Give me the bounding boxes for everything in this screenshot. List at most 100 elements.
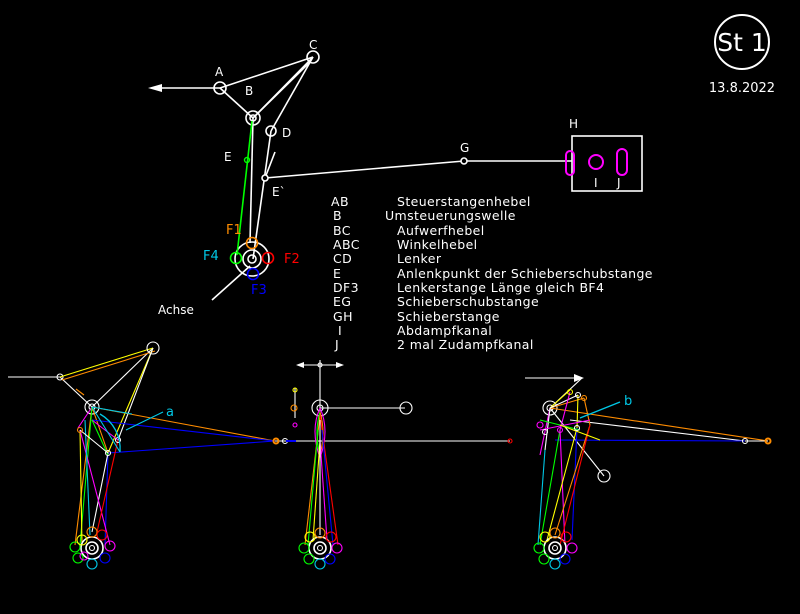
label-f1: F1 [226,223,242,238]
view-right-joint [536,421,544,429]
view-left-pivot-c [146,341,160,355]
axle-pointer [211,265,251,301]
lever-ac [219,56,314,89]
valve-box [571,135,643,192]
pivot-e [243,156,251,164]
view-left [8,341,320,570]
view-right-line [549,407,769,442]
view-middle-line [321,429,334,546]
legend-desc: Umsteuerungswelle [385,208,516,223]
title-badge: St 1 [714,14,770,70]
label-c: C [309,38,317,52]
legend-key: J [334,337,339,352]
view-left-ring [79,551,89,561]
view-middle-line [312,439,321,541]
view-right-ring [549,558,561,570]
view-right-crank [548,541,562,555]
point-f4 [229,251,243,265]
view-left-ring [99,552,111,564]
label-angle-a: a [166,405,174,420]
view-left-line [79,429,109,454]
pivot-g [460,157,468,165]
legend: AB Steuerstangenhebel B Umsteuerungswell… [331,194,652,352]
view-right-line [579,401,621,419]
view-left-crank [88,544,96,552]
crank-circle-outer [234,241,270,277]
legend-desc: Winkelhebel [397,237,478,252]
legend-desc: Lenker [397,251,442,266]
view-right-joint [574,391,582,399]
label-b: B [245,84,253,98]
port-h-slot [565,150,575,176]
view-right-line [539,429,561,546]
point-f1 [245,236,259,250]
view-right-line [549,394,579,409]
view-left-pivot-e [272,437,280,445]
view-left-ring [96,529,108,541]
view-middle-joint [292,422,298,428]
view-left-ring [76,534,88,546]
view-middle-line [319,439,328,541]
view-left-line [91,452,109,533]
view-left-line [61,350,156,381]
legend-desc: Abdampfkanal [397,323,492,338]
view-left-ring [86,526,98,538]
legend-key: E [333,266,341,281]
view-left-line [77,406,93,429]
view-right-joint [764,437,772,445]
view-left-ring [86,558,98,570]
legend-desc: Schieberstange [397,309,500,324]
view-left-pivot-a [56,373,64,381]
view-right-line [559,429,566,546]
view-left-line [79,429,111,546]
view-middle-ring [314,558,326,570]
legend-desc: Steuerstangenhebel [397,194,531,209]
view-right-crank [551,544,559,552]
pivot-b-inner [249,114,257,122]
view-right-line [569,419,746,442]
view-left-line [74,406,93,546]
control-rod-arrowhead [148,84,162,92]
view-right-joint [566,388,574,396]
port-i-exhaust [588,154,604,170]
view-left-line [91,406,121,453]
view-middle-ring [303,553,315,565]
view-right-ring [559,553,571,565]
port-j-intake [616,148,628,176]
view-left-line [125,411,164,431]
view-left-line [91,419,276,442]
legend-desc: Aufwerfhebel [397,223,485,238]
view-right-ring [549,527,561,539]
view-middle-joint [292,387,298,393]
view-right-ring [539,531,551,543]
legend-key: B [333,208,342,223]
view-right-ring [560,531,572,543]
view-right-line [571,427,578,541]
view-right-line [554,424,591,536]
angle-arc-a [99,413,121,453]
view-right-line [549,407,605,477]
view-right-line [559,391,571,431]
rod-eg [264,160,465,179]
view-left-line [59,347,154,378]
view-left-line [79,429,83,546]
view-right-ring [566,542,578,554]
pivot-c [306,50,320,64]
view-left-joint [76,426,84,434]
legend-key: BC [333,223,351,238]
view-right-line [549,389,571,409]
view-left-line [91,406,109,454]
view-right-ring [533,542,545,554]
view-middle-joint [290,404,298,412]
view-middle-crank [313,541,327,555]
label-h: H [569,117,578,131]
legend-key: AB [331,194,349,209]
view-middle-ring [324,553,336,565]
legend-key: EG [333,294,351,309]
view-left-line [107,347,154,454]
view-right-arrowhead [574,374,584,382]
view-right-pivot-b [542,400,558,416]
view-middle-ring [331,542,343,554]
view-middle-ring [298,542,310,554]
